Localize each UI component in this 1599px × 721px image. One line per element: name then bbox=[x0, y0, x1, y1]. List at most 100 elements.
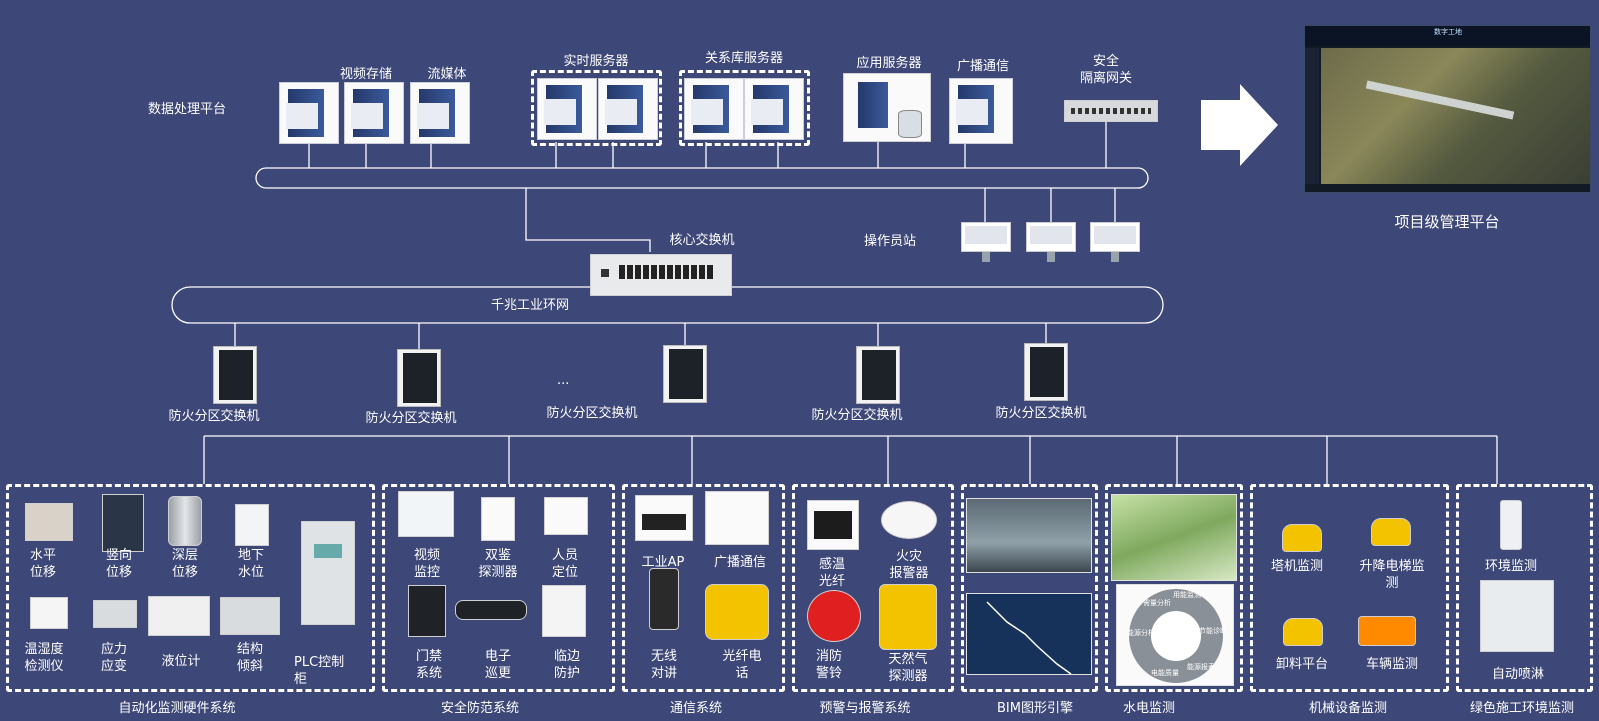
fire-zone-switch-3-label: 防火分区交换机 bbox=[546, 406, 638, 421]
fire-zone-switch-1 bbox=[213, 346, 257, 404]
alarm-item-3: 天然气 探测器 bbox=[888, 652, 928, 684]
hydro-title: 水电监测 bbox=[1122, 701, 1176, 716]
access-control-keypad bbox=[408, 585, 446, 637]
alarm-title: 预警与报警系统 bbox=[819, 701, 911, 716]
security-item-5: 临边 防护 bbox=[553, 649, 580, 681]
core-switch-device bbox=[590, 254, 732, 296]
rdb-server-group bbox=[679, 70, 810, 146]
security-item-2: 人员 定位 bbox=[551, 548, 578, 580]
automation-item-3: 地下 水位 bbox=[237, 548, 264, 580]
fire-zone-switch-5 bbox=[1024, 343, 1068, 401]
edge-protection-sensors bbox=[542, 585, 586, 637]
automation-item-7: 结构 倾斜 bbox=[236, 642, 263, 674]
environment-monitor-station bbox=[1500, 500, 1522, 550]
green-system-box bbox=[1456, 484, 1593, 692]
temperature-fiber-device bbox=[807, 500, 859, 550]
rdb-server-2 bbox=[744, 78, 804, 140]
hydro-tunnel-photo bbox=[1111, 494, 1237, 581]
liquid-level-gauge bbox=[148, 596, 210, 636]
database-icon bbox=[898, 110, 922, 138]
green-item-0: 环境监测 bbox=[1484, 559, 1538, 574]
hydro-ring-segment-1: 节能诊断 bbox=[1199, 627, 1227, 635]
hydro-ring-segment-0: 用能监测 bbox=[1173, 591, 1201, 599]
automation-item-4: 温湿度 检测仪 bbox=[24, 642, 64, 674]
auto-sprinkler-device bbox=[1480, 580, 1554, 652]
machinery-item-0: 塔机监测 bbox=[1270, 559, 1324, 574]
stress-strain-sensor bbox=[93, 600, 137, 628]
video-storage-server-1 bbox=[279, 82, 339, 144]
security-gateway-device bbox=[1064, 100, 1158, 122]
automation-item-0: 水平 位移 bbox=[29, 548, 56, 580]
green-item-1: 自动喷淋 bbox=[1491, 667, 1545, 682]
rdb-server-label: 关系库服务器 bbox=[704, 51, 784, 66]
alarm-item-1: 火灾 报警器 bbox=[889, 549, 929, 581]
rdb-server-1 bbox=[684, 78, 744, 140]
bim-title: BIM图形引擎 bbox=[997, 701, 1073, 716]
arrow-right-icon bbox=[1201, 84, 1278, 166]
hydro-ring-segment-5: 能源报表 bbox=[1187, 663, 1215, 671]
hydro-ring-segment-3: 能源分析 bbox=[1127, 629, 1155, 637]
platform-screen-title: 数字工地 bbox=[1434, 28, 1462, 36]
automation-item-1: 竖向 位移 bbox=[105, 548, 132, 580]
personnel-locator bbox=[544, 497, 588, 535]
security-gateway-label: 安全 隔离网关 bbox=[1079, 54, 1132, 86]
fire-zone-switch-3 bbox=[663, 345, 707, 403]
gas-detector-icon bbox=[879, 584, 937, 650]
hydro-energy-ring-diagram: 用能监测 节能诊断 需量分析 能源分析 电能质量 能源报表 bbox=[1116, 584, 1234, 686]
groundwater-level-sensor bbox=[235, 504, 269, 546]
fire-zone-switch-1-label: 防火分区交换机 bbox=[168, 409, 260, 424]
smoke-detector-icon bbox=[881, 501, 937, 539]
horizontal-displacement-sensor bbox=[25, 503, 73, 541]
unloading-platform-icon bbox=[1283, 618, 1323, 646]
structural-tilt-sensor bbox=[220, 597, 280, 635]
plc-control-cabinet bbox=[301, 521, 355, 625]
deep-displacement-sensor bbox=[168, 496, 202, 546]
communication-system-box bbox=[622, 484, 785, 692]
hydro-ring-segment-2: 需量分析 bbox=[1143, 599, 1171, 607]
security-item-1: 双鉴 探测器 bbox=[478, 548, 518, 580]
realtime-server-2 bbox=[598, 78, 658, 140]
video-surveillance-camera-icon bbox=[398, 491, 454, 537]
broadcast-server bbox=[949, 78, 1013, 144]
realtime-server-group bbox=[531, 70, 662, 146]
more-switches-ellipsis: ... bbox=[557, 373, 570, 388]
thermohygrometer bbox=[30, 597, 68, 629]
operator-station-label: 操作员站 bbox=[864, 234, 917, 249]
fire-zone-switch-2-label: 防火分区交换机 bbox=[365, 411, 457, 426]
broadcast-comm-label: 广播通信 bbox=[956, 59, 1010, 74]
hydro-system-box bbox=[1105, 484, 1243, 692]
communication-item-2: 无线 对讲 bbox=[650, 649, 677, 681]
vertical-displacement-sensor bbox=[102, 494, 144, 552]
security-item-0: 视频 监控 bbox=[413, 548, 440, 580]
machinery-system-box bbox=[1250, 484, 1449, 692]
bim-tunnel-render bbox=[966, 498, 1092, 573]
core-switch-label: 核心交换机 bbox=[669, 233, 735, 248]
project-platform-screenshot: 数字工地 bbox=[1304, 25, 1591, 193]
operator-monitor-1 bbox=[961, 222, 1011, 262]
project-platform-label: 项目级管理平台 bbox=[1394, 213, 1500, 231]
data-platform-title: 数据处理平台 bbox=[148, 102, 227, 117]
green-title: 绿色施工环境监测 bbox=[1469, 701, 1575, 716]
machinery-item-2: 卸料平台 bbox=[1275, 657, 1329, 672]
alarm-system-box bbox=[792, 484, 954, 692]
bim-alignment-line bbox=[986, 601, 1072, 675]
automation-item-6: 液位计 bbox=[161, 654, 201, 669]
broadcast-horn-icon bbox=[705, 491, 769, 545]
security-title: 安全防范系统 bbox=[440, 701, 520, 716]
communication-item-0: 工业AP bbox=[641, 555, 685, 570]
automation-title: 自动化监测硬件系统 bbox=[118, 701, 236, 716]
industrial-ap-router bbox=[635, 495, 693, 541]
automation-item-5: 应力 应变 bbox=[100, 642, 127, 674]
walkie-talkie-icon bbox=[649, 568, 679, 630]
automation-item-2: 深层 位移 bbox=[171, 548, 198, 580]
hydro-ring-segment-4: 电能质量 bbox=[1151, 669, 1179, 677]
streaming-label: 流媒体 bbox=[427, 67, 467, 82]
bim-system-box bbox=[961, 484, 1098, 692]
data-platform-bus bbox=[255, 167, 1149, 189]
communication-title: 通信系统 bbox=[669, 701, 723, 716]
streaming-server bbox=[410, 82, 470, 144]
dual-tech-detector bbox=[481, 497, 515, 541]
video-storage-server-2 bbox=[344, 82, 404, 144]
realtime-server-1 bbox=[537, 78, 597, 140]
